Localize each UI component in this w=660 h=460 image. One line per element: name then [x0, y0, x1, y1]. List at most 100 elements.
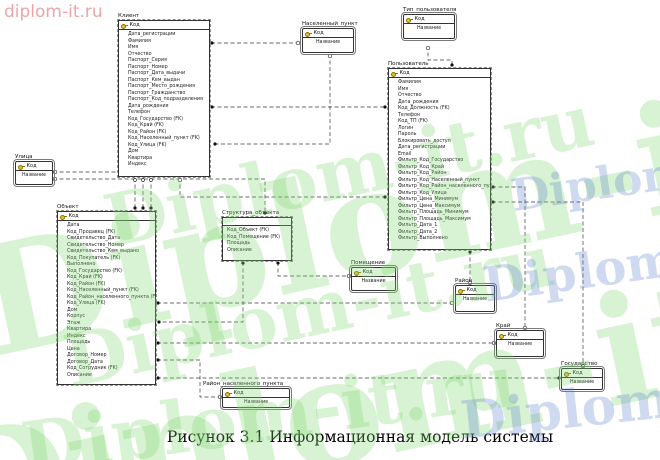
- entity-field: Фильтр_Выполнено: [398, 236, 448, 241]
- entity-ulitsa[interactable]: Улица Код Название: [13, 154, 55, 187]
- entity-field: Код_Продавец (FK): [67, 229, 116, 235]
- entity-raion[interactable]: Район Код Название: [453, 278, 497, 314]
- entity-field: Дата_регистрации: [398, 145, 446, 150]
- entity-field: Индекс: [67, 333, 86, 339]
- entity-field: Фильтр_Код_Населенный_пункт: [398, 177, 480, 183]
- field-list: Название: [16, 171, 52, 181]
- entity-field: Блокировать_доступ: [398, 138, 451, 144]
- entity-title: Государство: [561, 361, 598, 367]
- entity-field: Паспорт_Место_рождения: [128, 84, 196, 89]
- key-icon: [354, 270, 361, 276]
- key-icon: [406, 17, 413, 23]
- entity-field: Отчество: [398, 93, 422, 98]
- pk-name: Код: [68, 213, 79, 219]
- entity-field: Код_Населенный_пункт (FK): [67, 288, 139, 293]
- entity-field: Этаж: [67, 320, 81, 326]
- entity-field: Название: [569, 380, 595, 385]
- entity-pomeshchenie[interactable]: Помещение Код Название: [349, 260, 398, 293]
- entity-field: Пароль: [398, 132, 417, 137]
- entity-field: Телефон: [128, 110, 151, 115]
- entity-field: Фильтр_Код_Район_населенного_пункта: [398, 184, 490, 189]
- entity-field: Фильтр_Дата_1: [398, 223, 438, 228]
- key-icon: [60, 214, 67, 220]
- entity-field: Договор_Номер: [67, 353, 107, 358]
- entity-raion-naselennogo-punkta[interactable]: Район_населенного_пункта Код Название: [203, 381, 292, 410]
- entity-title: Район: [455, 278, 473, 284]
- field-list: Название: [497, 340, 543, 350]
- key-icon: [499, 333, 506, 339]
- entity-field: Телефон: [398, 112, 421, 118]
- entity-field: Паспорт_Кем_выдан: [128, 77, 180, 83]
- field-list: Название: [223, 398, 289, 407]
- entity-field: Описание: [227, 247, 252, 253]
- entity-field: Код_Район (FK): [128, 129, 167, 135]
- entity-field: Название: [462, 297, 488, 302]
- entity-field: Паспорт_Гражданство: [128, 90, 186, 96]
- pk-name: Код: [129, 22, 140, 28]
- entity-field: Название: [507, 342, 533, 347]
- entity-field: Дата_рождения: [128, 103, 169, 109]
- entity-title: Клиент: [118, 13, 140, 19]
- entity-field: Код_Край (FK): [67, 275, 103, 280]
- entity-field: Дата_рождения: [398, 99, 439, 105]
- key-icon: [121, 23, 128, 29]
- entity-field: Договор_Дата: [67, 359, 103, 365]
- entity-field: Код_Государство (FK): [67, 268, 123, 274]
- pk-name: Код: [466, 287, 477, 293]
- entity-title: Улица: [15, 154, 33, 160]
- field-list: Код_Объект (FK)Код_Помещение (FK)Площадь…: [223, 226, 291, 256]
- entity-krai[interactable]: Край Код Название: [494, 323, 546, 359]
- entity-field: Код_Государство (FK): [128, 116, 184, 122]
- entity-gosudarstvo[interactable]: Государство Код Название: [559, 361, 605, 392]
- entity-field: Название: [243, 400, 269, 405]
- entity-field: Код_Объект (FK): [227, 228, 269, 233]
- entity-field: Название: [416, 26, 442, 31]
- entity-field: Код_Район_населенного_пункта (FK): [67, 294, 156, 300]
- entity-title: Тип_пользователя: [403, 7, 457, 13]
- entity-field: Паспорт_Дата_выдачи: [128, 71, 186, 76]
- key-icon: [564, 371, 571, 377]
- entity-field: Фильтр_Код_Край: [398, 164, 444, 170]
- key-icon: [18, 164, 25, 170]
- entity-field: Код_Покупатель (FK): [67, 255, 121, 261]
- key-icon: [391, 71, 398, 77]
- entity-field: Корпус: [67, 314, 85, 319]
- entity-title: Структура_объекта: [222, 210, 280, 216]
- entity-title: Населенный_пункт: [302, 21, 358, 27]
- entity-field: Фильтр_Площадь_Минимум: [398, 210, 469, 215]
- pk-name: Код: [362, 269, 373, 275]
- entity-title: Помещение: [351, 260, 386, 266]
- entity-field: Описание: [67, 372, 92, 378]
- entity-field: Свидетельство_Кем_выдано: [67, 249, 140, 254]
- entity-field: Email: [398, 151, 412, 157]
- entity-title: Пользователь: [388, 61, 429, 67]
- entity-field: Название: [21, 173, 47, 178]
- entity-field: Код_Населенный_пункт (FK): [128, 136, 200, 141]
- entity-field: Свидетельство_Дата: [67, 236, 121, 241]
- entity-field: Квартира: [67, 327, 92, 332]
- pk-name: Код: [507, 332, 518, 338]
- entity-tip-polzovatelya[interactable]: Тип_пользователя Код Название: [401, 7, 457, 41]
- entity-field: Выполнено: [67, 262, 96, 267]
- field-list: Название: [404, 24, 454, 34]
- entity-field: Паспорт_Код_подразделения: [128, 97, 203, 102]
- entity-field: Фамилия: [128, 38, 151, 44]
- entity-field: Имя: [398, 86, 409, 92]
- entity-field: Цена: [67, 346, 80, 352]
- entity-field: Имя: [128, 45, 139, 50]
- entity-field: Паспорт_Серия: [128, 58, 167, 63]
- pk-name: Код: [233, 390, 244, 396]
- relationship-paths: [53, 42, 584, 398]
- entity-struktura-obekta[interactable]: Структура_объекта Код_Объект (FK)Код_Пом…: [221, 210, 293, 262]
- entity-title: Край: [496, 323, 511, 329]
- entity-title: Объект: [57, 204, 79, 210]
- entity-field: Код_Должность (FK): [398, 106, 450, 111]
- pk-name: Код: [313, 30, 324, 36]
- entity-naselennyi-punkt[interactable]: Населенный_пункт Код Название: [300, 21, 358, 55]
